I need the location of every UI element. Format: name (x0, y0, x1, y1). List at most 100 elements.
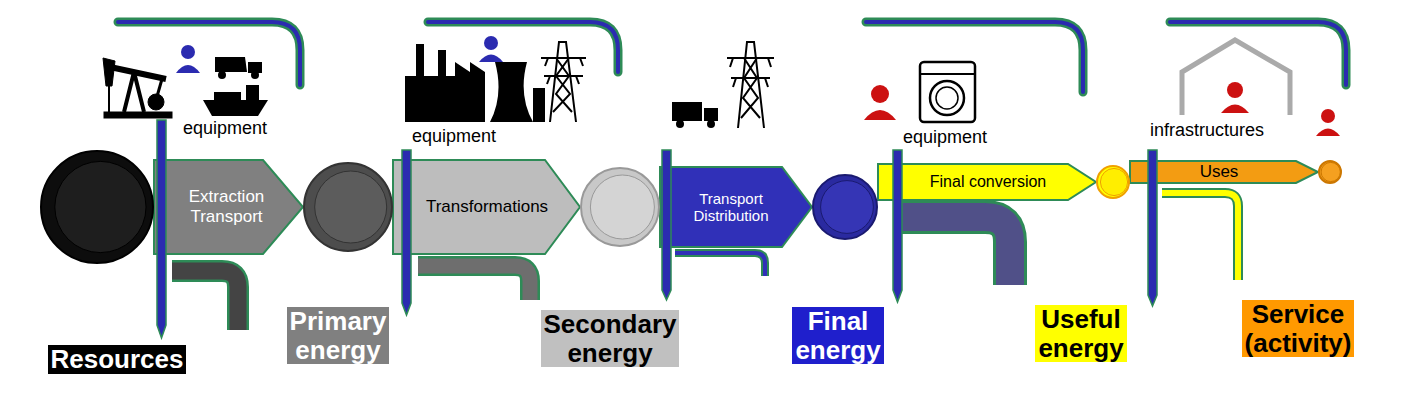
stage-circle-inner (821, 181, 874, 234)
truck-icon (672, 102, 718, 128)
pump-frame (124, 72, 144, 112)
stage-label: Resources (48, 345, 187, 374)
energy-stage-circle: Useful energy (1096, 165, 1130, 199)
machine-door (930, 81, 964, 115)
person-body (1316, 129, 1340, 137)
equipment-label: infrastructures (1150, 121, 1264, 141)
factory-building (405, 44, 485, 122)
pump-beam (110, 67, 166, 79)
circle-shape (40, 150, 154, 264)
loss-pipe (418, 266, 530, 300)
pump-crank (148, 94, 164, 110)
stage-bar (402, 150, 411, 315)
pylon-arms (727, 58, 774, 87)
person-head (181, 45, 195, 59)
truck-wheel (676, 120, 684, 128)
pump-jack-icon (103, 58, 172, 118)
pylon-arms (541, 58, 586, 84)
stage-circle (1097, 166, 1129, 198)
factory-hall (533, 88, 545, 122)
machine-panel (920, 73, 975, 75)
loss-pipe-outline (675, 253, 765, 276)
person-body (864, 110, 896, 120)
truck-bed (215, 57, 247, 72)
stage-circle-inner (1100, 168, 1127, 195)
arrow-label: Final conversion (930, 173, 1047, 191)
pylon-legs (550, 42, 576, 122)
person-head (484, 36, 498, 50)
energy-stage-circle: Final energy (812, 174, 878, 240)
flow-arrow (660, 167, 812, 247)
stage-label: Service (activity) (1242, 300, 1355, 357)
flow-arrow (154, 160, 303, 254)
energy-stage-circle: Service (activity) (1318, 160, 1342, 184)
stage-circle (1319, 161, 1341, 183)
bracket-group (118, 22, 1346, 92)
pylon-icon (727, 42, 774, 128)
stage-circle-inner (315, 171, 387, 243)
flow-arrow (393, 160, 580, 254)
person-icon (1221, 82, 1249, 113)
stage-bars (157, 120, 1157, 338)
pump-base (104, 112, 172, 118)
stage-bar (157, 120, 166, 338)
person-body (176, 65, 200, 73)
ship-cargo (214, 92, 241, 100)
loss-pipe (902, 217, 1010, 285)
stage-circle-inner (1321, 162, 1340, 181)
machine-drum (936, 87, 958, 109)
pump-rod (108, 86, 110, 112)
stage-circle-inner (590, 175, 654, 239)
arrow-label: Extraction Transport (189, 187, 265, 226)
arrow-label: Transport Distribution (693, 190, 768, 225)
truck-wheel (251, 71, 259, 79)
stage-label: Useful energy (1035, 305, 1126, 362)
person-icon (176, 45, 200, 73)
pylon-bracing (741, 58, 760, 118)
circle-shape (1318, 160, 1342, 184)
flow-arrow (878, 164, 1096, 200)
stage-circle (304, 163, 392, 251)
stage-circle-inner (55, 161, 146, 252)
factory-icon (405, 44, 545, 122)
pylon-legs (738, 42, 764, 128)
stage-bar (1148, 150, 1157, 306)
loss-pipe-outline (1162, 193, 1238, 280)
truck-icon (215, 57, 262, 79)
stage-label: Secondary energy (541, 310, 680, 367)
stage-circle (581, 168, 659, 246)
pump-head (103, 58, 115, 86)
pylon-bracing (553, 58, 572, 112)
circle-shape (812, 174, 878, 240)
person-icon (1316, 109, 1340, 136)
ship-hull (203, 100, 268, 116)
person-icon (479, 36, 503, 62)
circle-shape (303, 162, 393, 252)
energy-stage-circle: Secondary energy (580, 167, 660, 247)
stage-label: Final energy (792, 307, 883, 364)
person-icon (864, 85, 896, 120)
ship-icon (203, 85, 268, 116)
stage-circle (813, 175, 877, 239)
circle-shape (580, 167, 660, 247)
stage-circle (41, 151, 153, 263)
person-body (1221, 105, 1249, 114)
energy-stage-circle: Primary energy (303, 162, 393, 252)
circle-shape (1096, 165, 1130, 199)
person-head (871, 85, 889, 103)
cooling-tower (490, 62, 533, 122)
stage-bar (893, 150, 902, 302)
energy-stage-circle: Resources (40, 150, 154, 264)
stage-label: Primary energy (287, 307, 390, 364)
loss-pipe (172, 271, 238, 330)
person-head (1321, 109, 1335, 123)
truck-wheel (707, 120, 715, 128)
flow-arrow (1130, 161, 1318, 183)
truck-wheel (218, 71, 226, 79)
loss-pipe-outline (418, 266, 530, 300)
person-body (479, 55, 503, 63)
loss-pipe-outline (902, 217, 1010, 285)
washing-machine-icon (920, 62, 975, 122)
equipment-label: equipment (412, 127, 496, 147)
